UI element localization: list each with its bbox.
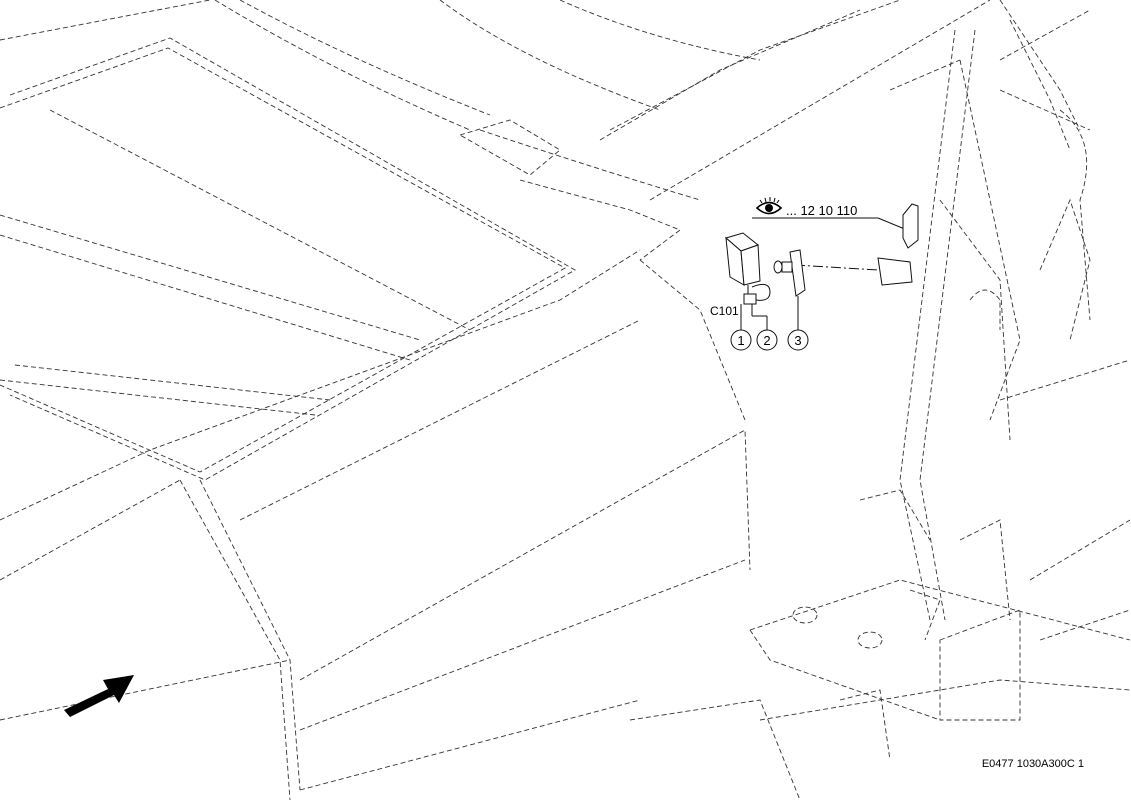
module-unit: C101 [710, 232, 771, 330]
connector-label: C101 [710, 304, 739, 318]
callout-2: 2 [756, 329, 778, 351]
arrow-icon [64, 675, 134, 717]
callout-1: 1 [730, 329, 752, 351]
mounting-bracket [794, 203, 919, 286]
switch-part [773, 249, 806, 330]
view-reference: ... 12 10 110 [752, 197, 913, 233]
eye-icon [755, 197, 783, 215]
svg-text:2: 2 [763, 333, 770, 348]
svg-text:1: 1 [737, 333, 744, 348]
reference-number: ... 12 10 110 [786, 203, 857, 218]
callout-3: 3 [787, 329, 809, 351]
svg-text:3: 3 [794, 333, 801, 348]
figure-code: E0477 1030A300C 1 [982, 758, 1084, 770]
